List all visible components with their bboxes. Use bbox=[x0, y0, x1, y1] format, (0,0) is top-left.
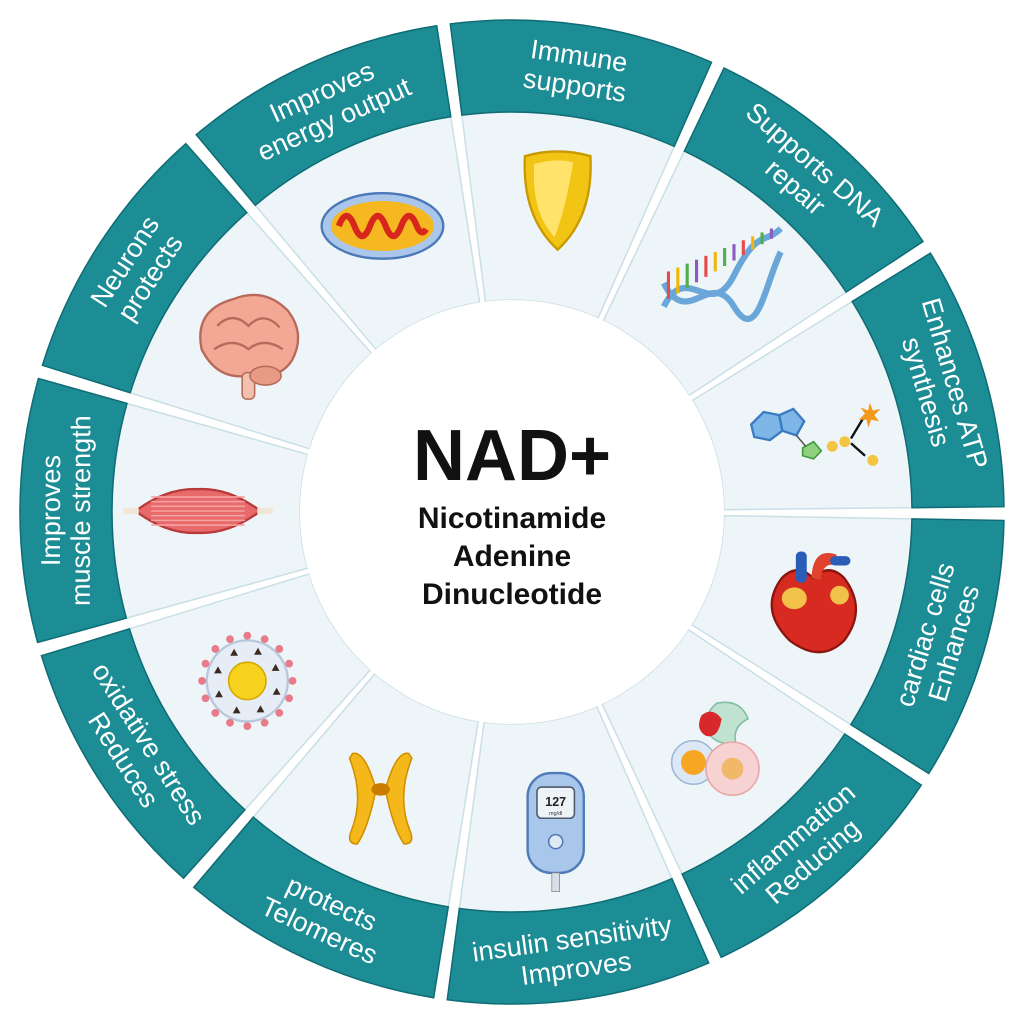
chromosome-icon bbox=[348, 752, 413, 845]
muscle-icon bbox=[123, 487, 273, 535]
mitochondrion-icon bbox=[320, 192, 445, 260]
segment-band bbox=[195, 24, 452, 207]
segment-label-line: Improves bbox=[36, 455, 66, 566]
segment-band bbox=[19, 377, 128, 644]
segment-band bbox=[192, 816, 450, 999]
heart-icon bbox=[770, 551, 857, 654]
center-subtitle-line-2: Adenine bbox=[453, 540, 571, 573]
segment-band bbox=[851, 252, 1005, 509]
shield-icon bbox=[523, 150, 592, 252]
segment-label-line: muscle strength bbox=[66, 415, 97, 606]
glucose-unit: mg/dl bbox=[549, 811, 562, 817]
dna-helix-icon bbox=[660, 226, 784, 322]
segment-band bbox=[681, 732, 923, 959]
glucose-meter-icon: 127 mg/dl bbox=[526, 771, 585, 892]
segment-band bbox=[41, 142, 248, 394]
segment-band bbox=[446, 877, 710, 1005]
center-subtitle-line-1: Nicotinamide bbox=[418, 502, 606, 535]
segment-band bbox=[849, 518, 1005, 775]
brain-icon bbox=[199, 293, 300, 400]
segment-band bbox=[40, 627, 246, 880]
segment-band bbox=[683, 67, 925, 294]
oxidative-cell-icon bbox=[198, 631, 297, 731]
segment-band bbox=[449, 19, 713, 148]
center-title: NAD+ bbox=[413, 416, 611, 496]
atp-molecule-icon bbox=[749, 402, 881, 466]
center-circle bbox=[300, 300, 724, 724]
immune-cells-icon bbox=[670, 701, 760, 796]
glucose-readout: 127 bbox=[545, 795, 566, 809]
center-hub: NAD+ Nicotinamide Adenine Dinucleotide bbox=[300, 300, 724, 724]
center-subtitle-line-3: Dinucleotide bbox=[422, 578, 602, 611]
